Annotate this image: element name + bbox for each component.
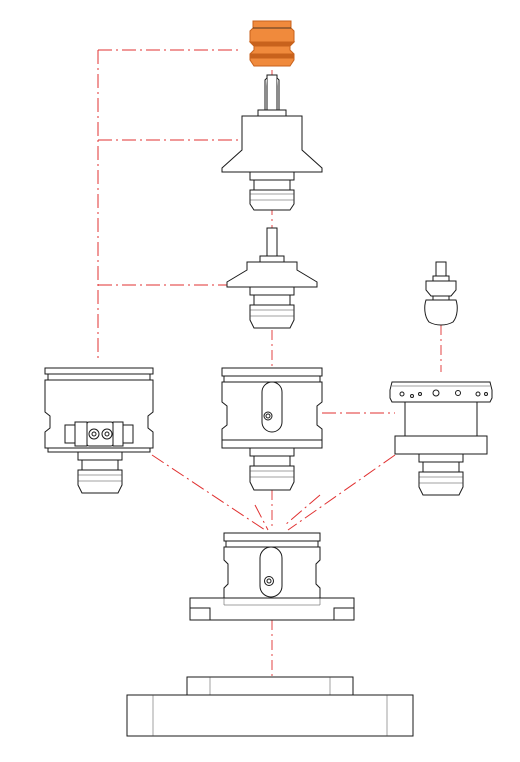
orange-cap-groove bbox=[248, 41, 296, 47]
pin-flange-small bbox=[226, 227, 318, 329]
block-with-slot bbox=[221, 367, 323, 491]
ring-flange-adapter bbox=[389, 381, 493, 496]
connector-icon bbox=[64, 421, 134, 447]
center-right-diagonal bbox=[284, 494, 321, 526]
base-block-flanged bbox=[189, 532, 355, 621]
ball-pin bbox=[424, 261, 458, 326]
right-diagonal-line bbox=[287, 454, 396, 531]
orange-cap-groove2 bbox=[249, 53, 295, 59]
orange-cap bbox=[248, 20, 296, 67]
base-plate bbox=[126, 676, 414, 737]
block-with-connector bbox=[44, 367, 154, 494]
left-diagonal-line bbox=[151, 454, 266, 531]
center-left-diagonal bbox=[254, 504, 269, 531]
pin-flange-large bbox=[221, 74, 323, 211]
